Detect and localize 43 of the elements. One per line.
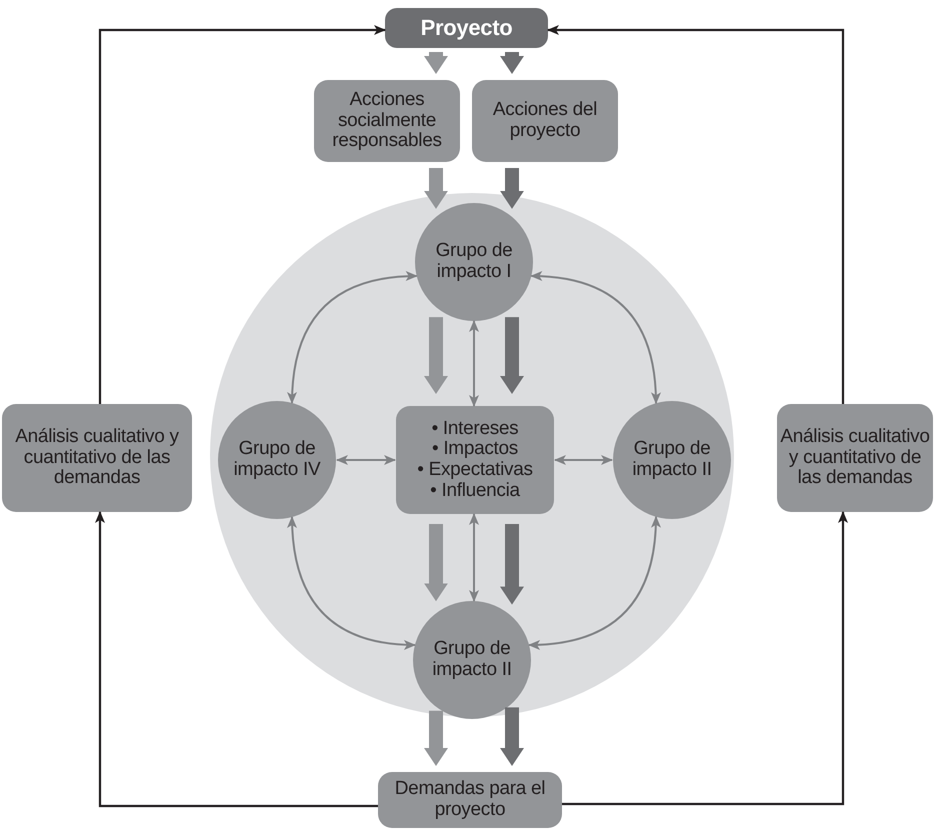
list-item: • Intereses bbox=[430, 418, 520, 440]
block-arrow bbox=[424, 168, 448, 209]
list-item: • Impactos bbox=[430, 439, 520, 460]
project-box bbox=[385, 8, 548, 48]
process-box bbox=[396, 406, 554, 514]
node-label: Grupo de impacto I bbox=[434, 241, 514, 283]
arrow bbox=[287, 516, 416, 650]
arrow bbox=[547, 25, 844, 404]
block-arrow bbox=[500, 524, 524, 605]
process-box bbox=[2, 404, 192, 512]
arrow bbox=[336, 455, 396, 465]
process-box bbox=[314, 80, 460, 162]
node-label: Análisis cualitativo y cuantitativo de las demandas bbox=[779, 427, 931, 489]
block-arrow bbox=[424, 524, 448, 602]
arrow bbox=[554, 455, 613, 465]
arrow bbox=[95, 511, 378, 808]
arrow bbox=[469, 320, 479, 407]
process-box bbox=[472, 80, 618, 162]
block-arrow bbox=[500, 707, 524, 766]
arrow bbox=[562, 511, 848, 806]
block-arrow bbox=[424, 317, 448, 394]
process-box bbox=[777, 404, 933, 512]
node-label: Grupo de impacto IV bbox=[232, 439, 322, 481]
node-label: Demandas para el proyecto bbox=[394, 779, 546, 821]
node-label: Grupo de impacto II bbox=[631, 439, 713, 481]
arrow bbox=[98, 25, 386, 404]
node-label: Acciones del proyecto bbox=[492, 100, 598, 142]
arrow bbox=[287, 272, 418, 404]
node-label: Acciones socialmente responsables bbox=[331, 90, 443, 152]
block-arrow bbox=[424, 52, 448, 74]
block-arrow bbox=[500, 317, 524, 394]
arrow bbox=[469, 513, 479, 602]
list-item: • Influencia bbox=[429, 480, 521, 502]
block-arrow bbox=[424, 710, 448, 766]
block-arrow bbox=[500, 168, 524, 209]
process-box bbox=[378, 772, 562, 828]
block-arrow bbox=[500, 52, 524, 74]
arrow bbox=[528, 516, 661, 650]
node-label: Grupo de impacto II bbox=[431, 639, 513, 681]
list-item: • Expectativas bbox=[416, 460, 534, 481]
arrow bbox=[530, 272, 661, 404]
node-label: Análisis cualitativo y cuantitativo de las demandas bbox=[14, 427, 180, 489]
node-label: Proyecto bbox=[420, 16, 514, 40]
